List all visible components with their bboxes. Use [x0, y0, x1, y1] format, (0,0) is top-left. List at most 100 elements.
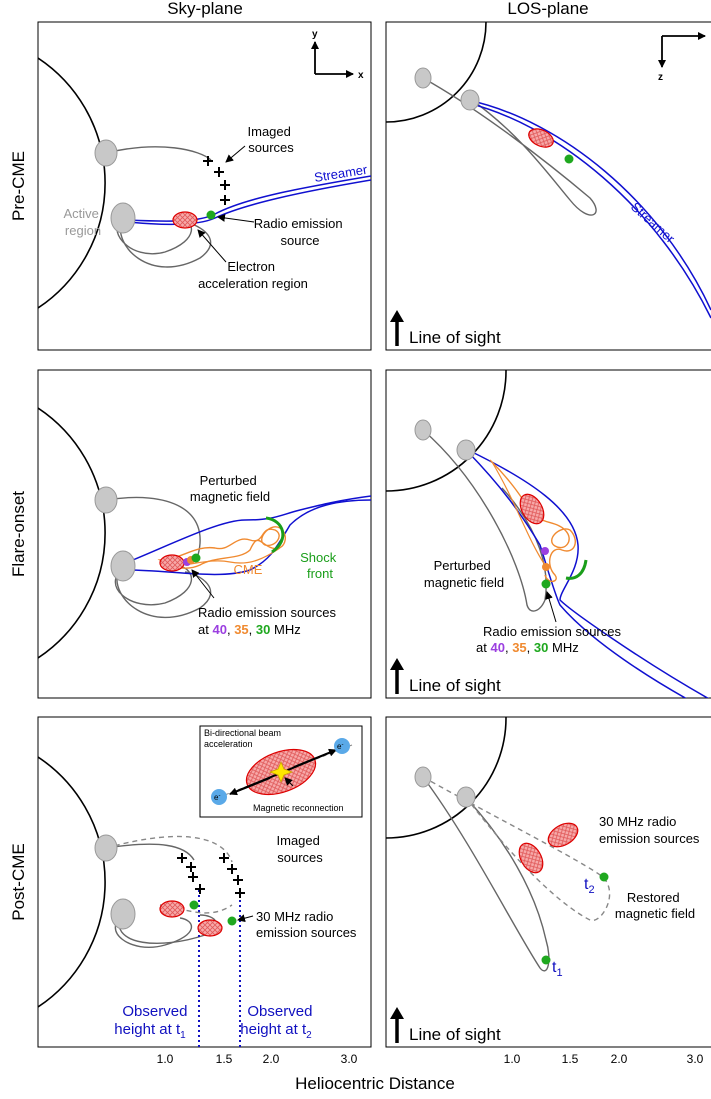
radio-source-30mhz [191, 553, 201, 563]
footpoint [110, 550, 136, 582]
shock-front [265, 516, 285, 554]
footpoint [414, 419, 432, 441]
magnetic-reconnection-label: Magnetic reconnection [253, 803, 344, 813]
acceleration-region [519, 493, 545, 525]
sun-limb [386, 22, 487, 123]
svg-text:e-: e- [214, 793, 220, 802]
shock-front-label: Shock front [300, 550, 340, 581]
acceleration-region [159, 554, 185, 572]
line-of-sight-arrow [390, 310, 404, 346]
xz-axes-icon [658, 32, 706, 68]
electron-icon [211, 789, 227, 805]
acceleration-region-t2 [197, 919, 223, 937]
panel-los-pre-cme: z Streamer Line of sight [385, 21, 711, 351]
sky-tick: 1.5 [216, 1052, 233, 1066]
radio-source-30mhz [541, 579, 551, 589]
los-radio-sources-label: Radio emission sources [483, 624, 622, 639]
radio-frequencies-label: at 40, 35, 30 MHz [198, 622, 301, 637]
observed-height-t2-label: Observed height at t2 [240, 1003, 316, 1041]
sun-limb [38, 57, 106, 309]
los-tick: 1.5 [562, 1052, 579, 1066]
radio-source-30mhz-t1 [541, 955, 551, 965]
electron-icon [334, 738, 350, 754]
line-of-sight-arrow [390, 1007, 404, 1043]
active-region-footpoint [110, 202, 136, 234]
radio-source-30mhz-t2 [227, 916, 237, 926]
los-radio-30mhz-label: 30 MHz radio emission sources [599, 814, 700, 846]
radio-source-40mhz [541, 547, 549, 555]
los-x-ticks: 1.0 1.5 2.0 3.0 [504, 1052, 704, 1066]
x-axis-title: Heliocentric Distance [295, 1074, 455, 1093]
footpoint [456, 786, 476, 808]
sky-plane-header: Sky-plane [167, 0, 243, 18]
xy-axes-icon [311, 41, 354, 78]
restored-field-label: Restored magnetic field [615, 890, 695, 921]
line-of-sight-arrow [390, 658, 404, 694]
panel-sky-flare-onset: Perturbed magnetic field CME Shock front… [37, 369, 372, 699]
axis-y-label: y [312, 29, 318, 40]
sun-limb [38, 756, 106, 1008]
row-label-post-cme: Post-CME [9, 843, 28, 920]
sky-tick: 2.0 [263, 1052, 280, 1066]
los-radio-frequencies-label: at 40, 35, 30 MHz [476, 640, 579, 655]
footpoint [94, 486, 118, 514]
footpoint [94, 139, 118, 167]
line-of-sight-label: Line of sight [409, 676, 501, 695]
perturbed-field-label: Perturbed magnetic field [190, 473, 270, 504]
sun-limb [38, 407, 106, 659]
axis-x-label: x [358, 70, 364, 81]
panel-los-post-cme: 30 MHz radio emission sources t2 Restore… [385, 716, 711, 1048]
footpoint [94, 834, 118, 862]
radio-source-35mhz [542, 563, 550, 571]
row-label-flare-onset: Flare-onset [9, 491, 28, 577]
post-imaged-sources-label: Imaged sources [277, 833, 324, 865]
footpoint [110, 898, 136, 930]
t2-label: t2 [584, 876, 595, 896]
panel-sky-pre-cme: y x Imaged sources Streamer Active regio… [37, 21, 372, 351]
row-label-pre-cme: Pre-CME [9, 151, 28, 221]
imaged-source-crosses [177, 853, 245, 898]
radio-emission-source-label: Radio emission source [254, 216, 347, 248]
panel-sky-post-cme: e- e- Bi-directional beam acceleration M… [37, 716, 372, 1048]
shock-front [565, 559, 588, 580]
inset-title: Bi-directional beam acceleration [204, 728, 284, 749]
line-of-sight-label: Line of sight [409, 328, 501, 347]
radio-source-30mhz-t1 [189, 900, 199, 910]
line-of-sight-label: Line of sight [409, 1025, 501, 1044]
imaged-source-crosses [203, 156, 230, 205]
reconnection-star-icon [268, 760, 294, 784]
sky-tick: 1.0 [157, 1052, 174, 1066]
los-tick: 1.0 [504, 1052, 521, 1066]
electron-acceleration-region [172, 211, 198, 229]
active-region-label: Active region [63, 206, 102, 238]
sky-tick: 3.0 [341, 1052, 358, 1066]
t1-label: t1 [552, 959, 563, 979]
observed-height-t1-label: Observed height at t1 [114, 1003, 191, 1041]
imaged-sources-label: Imaged sources [248, 124, 295, 155]
footpoint [456, 439, 476, 461]
cme-label: CME [234, 562, 263, 577]
svg-text:e-: e- [337, 742, 343, 751]
los-plane-header: LOS-plane [507, 0, 588, 18]
footpoint [414, 67, 432, 89]
los-tick: 3.0 [687, 1052, 704, 1066]
footpoint [414, 766, 432, 788]
footpoint [460, 89, 480, 111]
radio-emission-source [564, 154, 574, 164]
cme-outline [157, 526, 286, 569]
reconnection-inset: e- e- Bi-directional beam acceleration M… [199, 725, 363, 818]
acceleration-region-t2 [547, 822, 579, 848]
acceleration-region-t1 [159, 900, 185, 918]
electron-acceleration-region [528, 128, 554, 148]
los-tick: 2.0 [611, 1052, 628, 1066]
axis-z-label: z [658, 72, 663, 83]
electron-acceleration-label: Electron acceleration region [198, 259, 308, 291]
los-perturbed-field-label: Perturbed magnetic field [424, 558, 504, 590]
radio-sources-label: Radio emission sources [198, 605, 337, 620]
radio-source-30mhz-t2 [599, 872, 609, 882]
post-radio-30mhz-label: 30 MHz radio emission sources [256, 909, 357, 940]
radio-emission-source [206, 210, 216, 220]
sky-x-ticks: 1.0 1.5 2.0 3.0 [157, 1052, 358, 1066]
panel-los-flare-onset: Perturbed magnetic field Radio emission … [385, 369, 711, 699]
